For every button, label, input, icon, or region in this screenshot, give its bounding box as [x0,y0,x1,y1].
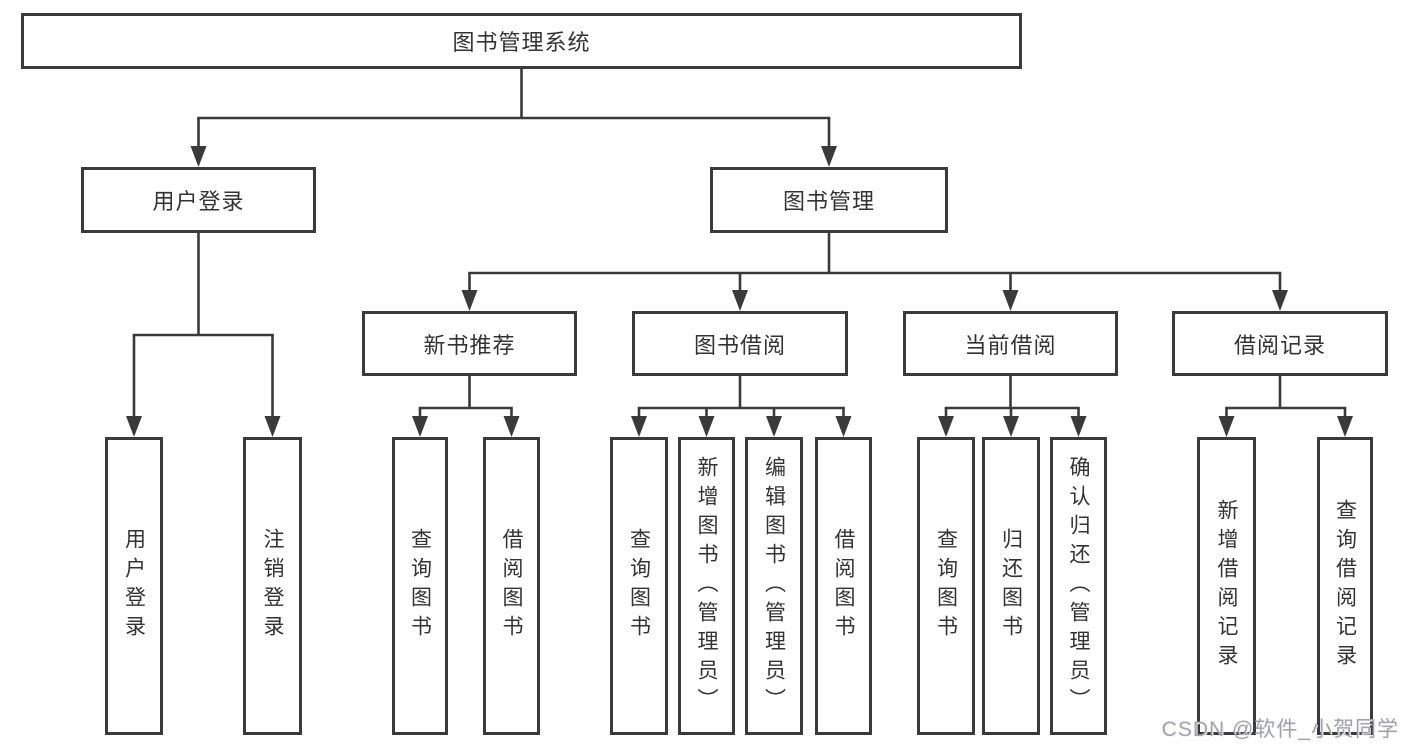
arrowhead-icon [503,416,520,437]
node-label: 借阅图书 [500,528,524,644]
node-new-book-rec: 新书推荐 [362,311,577,376]
arrowhead-icon [1003,416,1019,437]
arrowhead-icon [1272,290,1288,311]
node-label: 确认归还（管理员） [1067,455,1091,717]
node-borrow-records: 借阅记录 [1172,311,1388,376]
node-label: 图书管理系统 [452,30,591,55]
arrowhead-icon [835,416,852,437]
node-label: 注销登录 [261,528,285,644]
arrowhead-icon [732,290,748,311]
node-leaf-add-borrow-rec: 新增借阅记录 [1197,437,1256,735]
arrowhead-icon [190,146,207,167]
node-leaf-borrow-book-1: 借阅图书 [483,437,540,735]
node-label: 编辑图书（管理员） [762,455,786,717]
node-label: 归还图书 [999,528,1023,644]
node-leaf-add-book: 新增图书（管理员） [678,437,735,735]
node-label: 查询图书 [934,528,958,644]
arrowhead-icon [1337,416,1353,437]
node-leaf-logout: 注销登录 [243,437,302,735]
node-label: 查询图书 [627,528,651,644]
arrowhead-icon [126,416,142,437]
node-label: 用户登录 [152,189,245,214]
watermark: CSDN @软件_小贺同学 [1161,718,1399,741]
node-label: 新增借阅记录 [1215,499,1239,673]
arrowhead-icon [412,416,428,437]
node-leaf-return-book: 归还图书 [982,437,1040,735]
node-label: 查询图书 [408,528,432,644]
node-label: 当前借阅 [964,332,1057,358]
node-label: 用户登录 [122,528,146,644]
node-current-borrow: 当前借阅 [903,311,1118,376]
node-leaf-edit-book: 编辑图书（管理员） [745,437,803,735]
node-label: 新书推荐 [423,332,516,358]
node-book-borrow: 图书借阅 [632,311,848,376]
arrowhead-icon [1070,416,1087,437]
arrowhead-icon [264,416,281,437]
node-label: 图书管理 [782,189,875,214]
node-leaf-user-login: 用户登录 [105,437,163,735]
node-label: 借阅图书 [832,528,856,644]
node-leaf-query-borrow-rec: 查询借阅记录 [1317,437,1373,735]
node-leaf-confirm-return: 确认归还（管理员） [1050,437,1107,735]
arrowhead-icon [766,416,782,437]
node-label: 新增图书（管理员） [695,455,719,717]
arrowhead-icon [461,290,478,311]
arrowhead-icon [1002,290,1019,311]
node-leaf-query-book-1: 查询图书 [392,437,448,735]
arrowhead-icon [938,416,954,437]
arrowhead-icon [821,146,837,167]
node-label: 借阅记录 [1233,332,1326,358]
node-root: 图书管理系统 [21,13,1022,69]
node-label: 图书借阅 [693,332,786,358]
node-leaf-query-book-2: 查询图书 [610,437,668,735]
arrowhead-icon [1218,416,1235,437]
node-user-login: 用户登录 [81,167,316,233]
arrowhead-icon [698,416,715,437]
node-leaf-borrow-book-2: 借阅图书 [815,437,872,735]
node-book-mgmt: 图书管理 [710,167,948,233]
node-leaf-query-book-3: 查询图书 [917,437,975,735]
node-label: 查询借阅记录 [1333,499,1357,673]
arrowhead-icon [631,416,647,437]
